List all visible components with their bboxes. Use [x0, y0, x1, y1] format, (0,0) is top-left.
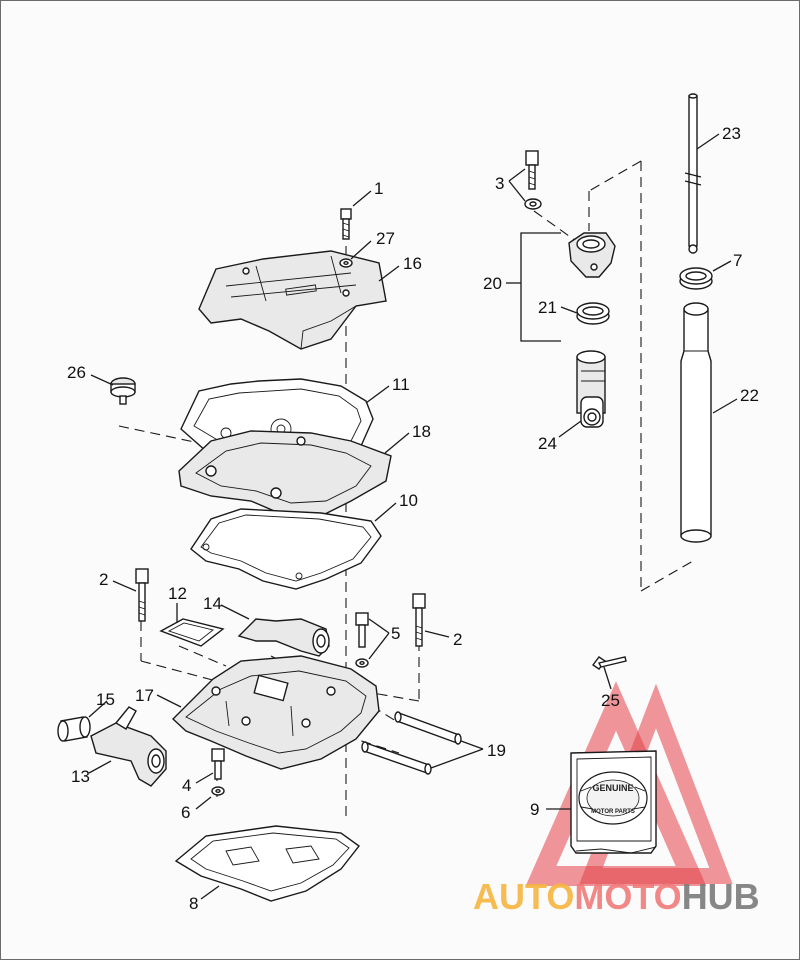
pushrod: [684, 93, 702, 254]
callout-13: 13: [71, 767, 90, 786]
callout-21: 21: [538, 298, 557, 317]
callout-20: 20: [483, 274, 502, 293]
rocker-shaft-lower: [361, 741, 432, 775]
watermark-word-hub: HUB: [682, 876, 760, 917]
cover-base: [178, 430, 392, 530]
callout-17: 17: [135, 686, 154, 705]
pushrod-tube: [680, 302, 712, 543]
callout-23: 23: [722, 124, 741, 143]
lifter-o-ring: [576, 302, 610, 325]
long-bolt-right: [412, 593, 426, 647]
rocker-shaft-upper: [394, 711, 462, 745]
callout-4: 4: [182, 776, 191, 795]
callout-16: 16: [403, 254, 422, 273]
long-bolt-left: [135, 568, 149, 622]
callout-11: 11: [392, 375, 410, 394]
rocker-arm-upper: [237, 618, 330, 657]
rocker-support-plate: [171, 655, 380, 770]
watermark-word-auto: AUTO: [473, 876, 574, 917]
watermark-wordmark: AUTOMOTOHUB: [473, 876, 760, 917]
badge-line1: GENUINE: [592, 783, 633, 793]
callout-10: 10: [399, 491, 418, 510]
hydraulic-lifter: [576, 350, 606, 428]
watermark-word-moto: MOTO: [574, 876, 681, 917]
anti-rotation-plate: [568, 232, 616, 278]
breather-plug: [110, 377, 136, 405]
callout-24: 24: [538, 434, 557, 453]
small-gasket: [159, 618, 225, 647]
cover-washer: [339, 258, 353, 268]
plate-bolt: [211, 748, 225, 796]
callout-18: 18: [412, 422, 431, 441]
callout-25: 25: [601, 691, 620, 710]
callout-12: 12: [168, 584, 187, 603]
pushrod-seal: [679, 267, 713, 290]
callout-27: 27: [376, 229, 395, 248]
callout-19: 19: [487, 741, 506, 760]
small-screw: [591, 656, 627, 670]
callout-14: 14: [203, 594, 222, 613]
callout-22: 22: [740, 386, 759, 405]
callout-2-right: 2: [453, 630, 462, 649]
leader-lines: [88, 133, 738, 900]
plate-gasket: [174, 825, 360, 902]
callout-2-left: 2: [99, 570, 108, 589]
callout-9: 9: [530, 800, 539, 819]
rocker-cover: [198, 250, 387, 350]
parts-package: [570, 750, 657, 854]
rocker-bolt: [355, 612, 369, 668]
callout-3: 3: [495, 174, 504, 193]
badge-line2: MOTOR PARTS: [591, 809, 635, 815]
callout-7: 7: [733, 251, 742, 270]
callout-1: 1: [374, 179, 383, 198]
cover-screw: [340, 208, 352, 240]
base-gasket: [190, 508, 382, 590]
callout-26: 26: [67, 363, 86, 382]
callout-15: 15: [96, 690, 115, 709]
bushing: [57, 716, 91, 742]
svg-text:AUTOMOTOHUB: AUTOMOTOHUB: [473, 876, 760, 917]
callout-5: 5: [391, 624, 400, 643]
callout-8: 8: [189, 894, 198, 913]
rocker-arm-lower: [90, 706, 167, 787]
callout-6: 6: [181, 803, 190, 822]
package-badge: GENUINE MOTOR PARTS: [591, 783, 635, 815]
lifter-kit-bracket: [506, 232, 561, 342]
lifter-screw: [524, 150, 542, 210]
callout-numbers: 1 2 2 3 4 5 6 7 8 9 10 11 12 13 14 15 16…: [67, 124, 759, 913]
